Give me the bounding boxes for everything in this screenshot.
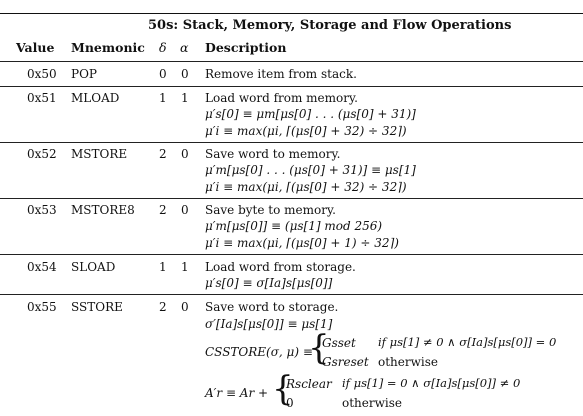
formula-cost-lhs: CSSTORE(σ, μ) ≡ bbox=[205, 345, 313, 359]
row-mnemonic: MSTORE bbox=[71, 147, 128, 161]
formula: σ′[Ia]s[μs[0]] ≡ μs[1] bbox=[205, 317, 333, 331]
table-title: 50s: Stack, Memory, Storage and Flow Ope… bbox=[148, 18, 512, 33]
row-rule bbox=[0, 142, 583, 143]
formula-case-value: Gsreset bbox=[322, 355, 369, 369]
formula: μ′i ≡ max(μi, ⌈(μs[0] + 1) ÷ 32⌉) bbox=[205, 236, 399, 250]
formula: μ′i ≡ max(μi, ⌈(μs[0] + 32) ÷ 32⌉) bbox=[205, 180, 407, 194]
row-value: 0x55 bbox=[27, 300, 57, 314]
row-alpha: 0 bbox=[181, 67, 189, 81]
row-alpha: 0 bbox=[181, 203, 189, 217]
formula-refund-lhs: A′r ≡ Ar + bbox=[205, 386, 269, 400]
formula-case-value: Gsset bbox=[322, 336, 356, 350]
row-rule bbox=[0, 86, 583, 87]
row-value: 0x54 bbox=[27, 260, 57, 274]
header-alpha: α bbox=[180, 40, 189, 55]
left-brace-icon: { bbox=[272, 369, 294, 409]
left-brace-icon: { bbox=[308, 328, 330, 368]
row-rule bbox=[0, 294, 583, 295]
row-mnemonic: MSTORE8 bbox=[71, 203, 135, 217]
formula-case-condition: if μs[1] ≠ 0 ∧ σ[Ia]s[μs[0]] = 0 bbox=[378, 335, 557, 349]
formula-case-condition: otherwise bbox=[378, 355, 438, 369]
top-rule bbox=[0, 13, 583, 14]
row-value: 0x51 bbox=[27, 91, 57, 105]
header-mnemonic: Mnemonic bbox=[71, 40, 145, 55]
formula: μ′m[μs[0] . . . (μs[0] + 31)] ≡ μs[1] bbox=[205, 163, 416, 177]
row-mnemonic: SLOAD bbox=[71, 260, 116, 274]
row-delta: 2 bbox=[159, 203, 167, 217]
header-value: Value bbox=[16, 40, 55, 55]
row-alpha: 0 bbox=[181, 300, 189, 314]
row-value: 0x52 bbox=[27, 147, 57, 161]
row-mnemonic: POP bbox=[71, 67, 97, 81]
formula-case-value: Rsclear bbox=[286, 377, 332, 391]
formula: μ′s[0] ≡ σ[Ia]s[μs[0]] bbox=[205, 276, 333, 290]
row-description: Remove item from stack. bbox=[205, 67, 357, 81]
row-rule bbox=[0, 254, 583, 255]
formula-case-condition: if μs[1] = 0 ∧ σ[Ia]s[μs[0]] ≠ 0 bbox=[342, 376, 521, 390]
row-description: Load word from storage. bbox=[205, 260, 356, 274]
row-delta: 2 bbox=[159, 300, 167, 314]
header-delta: δ bbox=[159, 40, 167, 55]
row-description: Save byte to memory. bbox=[205, 203, 336, 217]
formula: μ′m[μs[0]] ≡ (μs[1] mod 256) bbox=[205, 219, 383, 233]
formula: μ′i ≡ max(μi, ⌈(μs[0] + 32) ÷ 32⌉) bbox=[205, 124, 407, 138]
header-description: Description bbox=[205, 40, 287, 55]
row-description: Save word to memory. bbox=[205, 147, 341, 161]
row-description: Save word to storage. bbox=[205, 300, 339, 314]
row-alpha: 1 bbox=[181, 91, 189, 105]
row-alpha: 0 bbox=[181, 147, 189, 161]
formula: μ′s[0] ≡ μm[μs[0] . . . (μs[0] + 31)] bbox=[205, 107, 416, 121]
row-value: 0x53 bbox=[27, 203, 57, 217]
formula-case-value: 0 bbox=[286, 396, 294, 410]
row-mnemonic: MLOAD bbox=[71, 91, 120, 105]
row-value: 0x50 bbox=[27, 67, 57, 81]
row-delta: 0 bbox=[159, 67, 167, 81]
row-description: Load word from memory. bbox=[205, 91, 358, 105]
row-delta: 1 bbox=[159, 91, 167, 105]
row-rule bbox=[0, 198, 583, 199]
header-rule bbox=[0, 61, 583, 62]
row-delta: 1 bbox=[159, 260, 167, 274]
row-alpha: 1 bbox=[181, 260, 189, 274]
formula-case-condition: otherwise bbox=[342, 396, 402, 410]
row-delta: 2 bbox=[159, 147, 167, 161]
row-mnemonic: SSTORE bbox=[71, 300, 123, 314]
